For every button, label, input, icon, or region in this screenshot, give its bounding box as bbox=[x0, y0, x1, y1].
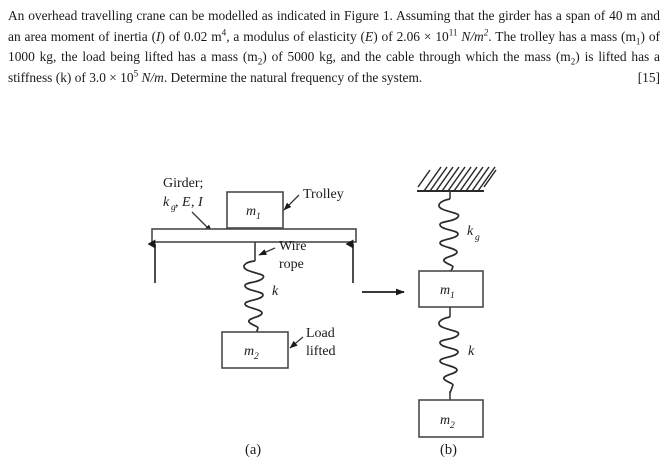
symbol-E: E bbox=[365, 28, 374, 44]
mass-m2-box-b: m 2 bbox=[418, 399, 484, 438]
mass-m2-label-a: m bbox=[244, 344, 254, 359]
spring-kg-label-b: k bbox=[467, 224, 474, 239]
units-n-per-m: N/m bbox=[141, 69, 164, 85]
mass-m2-subscript-b: 2 bbox=[450, 421, 455, 431]
subscript-m2b: 2 bbox=[570, 56, 576, 67]
spring-k-label-b: k bbox=[468, 344, 475, 359]
question-text-block: An overhead travelling crane can be mode… bbox=[8, 6, 660, 88]
superscript-5: 5 bbox=[133, 68, 139, 79]
subscript-m1: 1 bbox=[635, 36, 641, 47]
spring-kg-coil-b bbox=[438, 198, 460, 268]
girder-label-comma-1: , bbox=[175, 195, 179, 210]
units-n-per-m2: N/m bbox=[461, 28, 484, 44]
mass-m1-subscript-a: 1 bbox=[256, 212, 261, 222]
girder-label-k-subscript: g bbox=[171, 203, 176, 213]
spring-k-coil-b bbox=[438, 316, 460, 386]
spring-k-b bbox=[438, 316, 460, 394]
superscript-4: 4 bbox=[221, 27, 227, 38]
superscript-11: 11 bbox=[448, 27, 458, 38]
diagram-a: Girder; k g , E , I m 1 Trolley bbox=[147, 176, 357, 458]
spring-k-a bbox=[243, 260, 265, 338]
wire-rope-pointer-arrow bbox=[258, 247, 276, 256]
wire-rope-annotation: Wire rope bbox=[258, 239, 306, 272]
trolley-annotation: Trolley bbox=[283, 187, 344, 211]
mass-m2-subscript-a: 2 bbox=[254, 352, 259, 362]
spring-k-label-a: k bbox=[272, 284, 279, 299]
spring-kg-b bbox=[438, 198, 460, 274]
question-sentence-2d: ) is lifted has a stiffness (k) of 3.0 ×… bbox=[8, 49, 660, 85]
symbol-I: I bbox=[156, 28, 161, 44]
girder-rect bbox=[151, 228, 357, 243]
figure-container: Girder; k g , E , I m 1 Trolley bbox=[0, 115, 668, 475]
question-sentence-1a: An overhead travelling crane can be mode… bbox=[8, 8, 660, 44]
mass-m2-rect-b bbox=[418, 399, 484, 438]
question-sentence-2c: ) of 5000 kg, and the cable through whic… bbox=[262, 49, 571, 64]
girder-label-k: k bbox=[163, 195, 170, 210]
girder-label: Girder; k g , E , I bbox=[163, 176, 213, 233]
ground-hatching bbox=[417, 166, 497, 192]
marks-badge: [15] bbox=[637, 69, 660, 85]
mass-m2-box-a: m 2 bbox=[221, 331, 289, 369]
girder-label-I: I bbox=[197, 195, 204, 210]
trolley-label: Trolley bbox=[303, 187, 344, 202]
subscript-m2: 2 bbox=[257, 56, 263, 67]
question-paragraph: An overhead travelling crane can be mode… bbox=[8, 6, 660, 88]
question-sentence-3: . Determine the natural frequency of the… bbox=[163, 69, 423, 85]
load-lifted-label-line1: Load bbox=[306, 326, 335, 341]
mass-m1-rect-a bbox=[226, 191, 284, 229]
girder-label-E: E bbox=[181, 195, 191, 210]
girder-label-line1: Girder; bbox=[163, 176, 203, 191]
question-sentence-1c: , a modulus of elasticity ( bbox=[226, 28, 365, 44]
mass-m1-box-b: m 1 bbox=[418, 270, 484, 308]
mass-m2-label-b: m bbox=[440, 413, 450, 428]
trolley-pointer-arrow bbox=[283, 194, 300, 211]
mass-m1-box-a: m 1 bbox=[226, 191, 284, 229]
girder-label-comma-2: , bbox=[191, 195, 195, 210]
load-lifted-label-line2: lifted bbox=[306, 344, 336, 359]
mass-m2-rect-a bbox=[221, 331, 289, 369]
superscript-2: 2 bbox=[483, 27, 489, 38]
spring-kg-subscript-b: g bbox=[475, 233, 480, 243]
load-lifted-pointer-arrow bbox=[289, 336, 304, 349]
load-lifted-annotation: Load lifted bbox=[289, 326, 336, 359]
question-sentence-1d: ) of 2.06 × 10 bbox=[373, 28, 449, 44]
wire-rope-label-line1: Wire bbox=[279, 239, 306, 254]
mass-m1-rect-b bbox=[418, 270, 484, 308]
wire-rope-label-line2: rope bbox=[279, 257, 304, 272]
question-sentence-2b: ) of 1000 kg, the load being lifted has … bbox=[8, 28, 660, 65]
diagram-b: k g m 1 k m 2 (b) bbox=[417, 166, 497, 458]
question-sentence-1b: ) of 0.02 m bbox=[160, 28, 222, 44]
caption-b: (b) bbox=[440, 442, 457, 458]
spring-kg-label-group: k g bbox=[467, 224, 480, 243]
caption-a: (a) bbox=[245, 442, 261, 458]
question-sentence-2a: . The trolley has a mass (m bbox=[488, 28, 636, 44]
girder-beam bbox=[151, 228, 357, 243]
spring-k-coil-a bbox=[243, 260, 265, 329]
mass-m1-subscript-b: 1 bbox=[450, 291, 455, 301]
mass-m1-label-a: m bbox=[246, 204, 256, 219]
mass-m1-label-b: m bbox=[440, 283, 450, 298]
